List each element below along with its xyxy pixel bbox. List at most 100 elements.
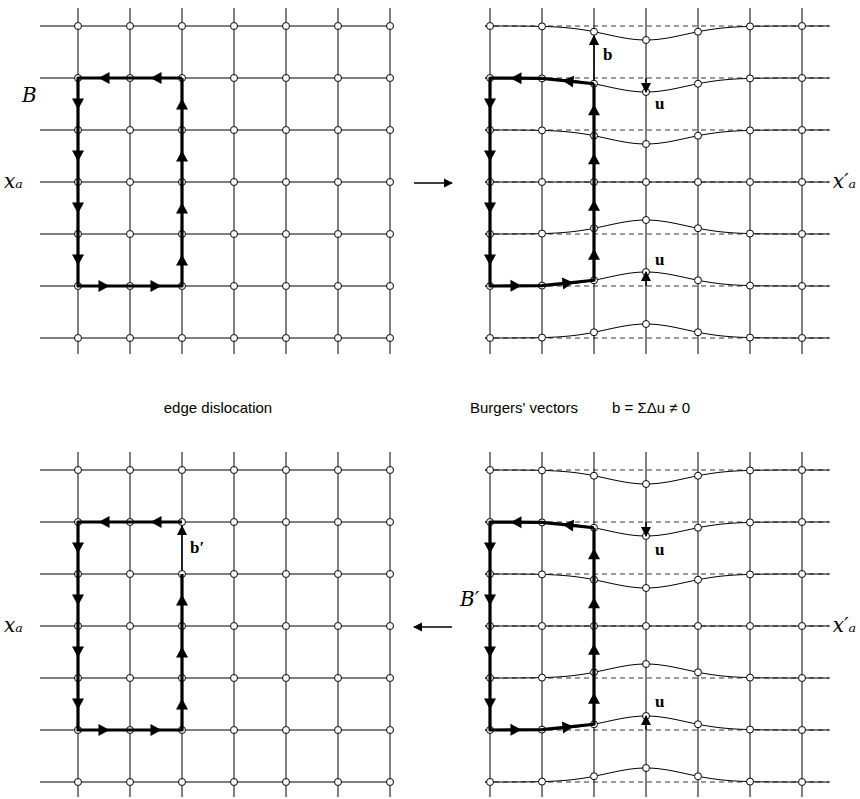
- reference-row: [485, 626, 830, 627]
- lattice-atom: [75, 779, 82, 786]
- lattice-atom: [643, 179, 650, 186]
- circuit-arrowhead: [484, 202, 496, 213]
- lattice-atom: [231, 519, 238, 526]
- lattice-atom: [643, 141, 650, 148]
- lattice-atom: [335, 179, 342, 186]
- lattice-atom: [231, 127, 238, 134]
- coordinate-label: xₐ: [4, 614, 23, 636]
- lattice-atom: [127, 127, 134, 134]
- circuit-name: B: [22, 84, 37, 106]
- lattice-atom: [747, 778, 754, 785]
- lattice-row: [485, 470, 829, 484]
- circuit-arrowhead: [99, 280, 110, 292]
- lattice-atom: [643, 661, 650, 668]
- lattice-atom: [695, 623, 702, 630]
- lattice-atom: [387, 467, 394, 474]
- circuit-arrowhead: [588, 200, 600, 211]
- circuit-arrowhead: [72, 543, 84, 554]
- circuit-arrowhead: [99, 516, 110, 528]
- lattice-atom: [695, 773, 702, 780]
- displacement-label: u: [654, 693, 665, 712]
- circuit-arrowhead: [588, 644, 600, 655]
- lattice-row: [485, 574, 829, 588]
- displacement-label: u: [654, 541, 665, 560]
- lattice-atom: [231, 335, 238, 342]
- lattice-atom: [387, 623, 394, 630]
- displacement-label: u: [654, 251, 665, 270]
- lattice-atom: [539, 623, 546, 630]
- lattice-atom: [799, 127, 806, 134]
- lattice-atom: [643, 585, 650, 592]
- lattice-row: [485, 626, 829, 627]
- lattice-atom: [799, 778, 806, 785]
- lattice-row: [485, 26, 829, 40]
- lattice-atom: [283, 519, 290, 526]
- circuit-arrowhead: [484, 646, 496, 657]
- lattice-atom: [539, 571, 546, 578]
- circuit-arrowhead: [484, 151, 496, 162]
- circuit-arrowhead: [72, 99, 84, 110]
- lattice-atom: [335, 779, 342, 786]
- circuit-arrowhead: [176, 99, 188, 110]
- lattice-panel: [40, 8, 394, 354]
- lattice-atom: [747, 674, 754, 681]
- lattice-atom: [643, 765, 650, 772]
- lattice-atom: [643, 321, 650, 328]
- displacement-label: u: [654, 95, 665, 114]
- lattice-atom: [747, 179, 754, 186]
- lattice-atom: [283, 335, 290, 342]
- lattice-atom: [335, 675, 342, 682]
- circuit-arrowhead: [151, 280, 162, 292]
- coordinate-label: xₐ: [4, 170, 23, 192]
- burgers-circuit: [78, 78, 182, 286]
- displacement-arrow: [645, 716, 647, 730]
- lattice-atom: [283, 283, 290, 290]
- lattice-atom: [643, 217, 650, 224]
- lattice-atom: [335, 283, 342, 290]
- lattice-atom: [695, 576, 702, 583]
- circuit-arrowhead: [510, 724, 521, 736]
- lattice-atom: [283, 623, 290, 630]
- lattice-atom: [179, 335, 186, 342]
- circuit-arrowhead: [588, 548, 600, 559]
- lattice-atom: [747, 623, 754, 630]
- circuit-arrowhead: [562, 278, 574, 290]
- lattice-atom: [387, 23, 394, 30]
- reference-row: [485, 182, 830, 183]
- mapping-arrow: [414, 182, 452, 183]
- lattice-atom: [799, 334, 806, 341]
- lattice-row: [485, 220, 829, 234]
- circuit-arrowhead: [563, 520, 575, 532]
- lattice-atom: [591, 472, 598, 479]
- lattice-atom: [231, 467, 238, 474]
- lattice-row: [485, 768, 829, 782]
- lattice-panel: [40, 452, 394, 797]
- circuit-arrowhead: [151, 516, 162, 528]
- lattice-atom: [695, 80, 702, 87]
- circuit-arrowhead: [176, 595, 188, 606]
- lattice-atom: [487, 778, 494, 785]
- circuit-arrowhead: [72, 151, 84, 162]
- lattice-atom: [387, 675, 394, 682]
- lattice-row: [485, 130, 829, 144]
- lattice-atom: [283, 231, 290, 238]
- lattice-atom: [127, 231, 134, 238]
- lattice-atom: [231, 231, 238, 238]
- burgers-vector-label: b′: [189, 539, 205, 558]
- lattice-atom: [387, 335, 394, 342]
- circuit-arrowhead: [151, 72, 162, 84]
- lattice-row: [485, 324, 829, 338]
- lattice-atom: [747, 726, 754, 733]
- lattice-atom: [695, 179, 702, 186]
- circuit-arrowhead: [151, 724, 162, 736]
- lattice-atom: [539, 23, 546, 30]
- lattice-atom: [799, 467, 806, 474]
- lattice-atom: [335, 727, 342, 734]
- lattice-atom: [179, 23, 186, 30]
- lattice-atom: [127, 23, 134, 30]
- circuit-arrowhead: [72, 595, 84, 606]
- lattice-panel: [484, 452, 830, 797]
- circuit-arrowhead: [484, 254, 496, 265]
- lattice-atom: [387, 179, 394, 186]
